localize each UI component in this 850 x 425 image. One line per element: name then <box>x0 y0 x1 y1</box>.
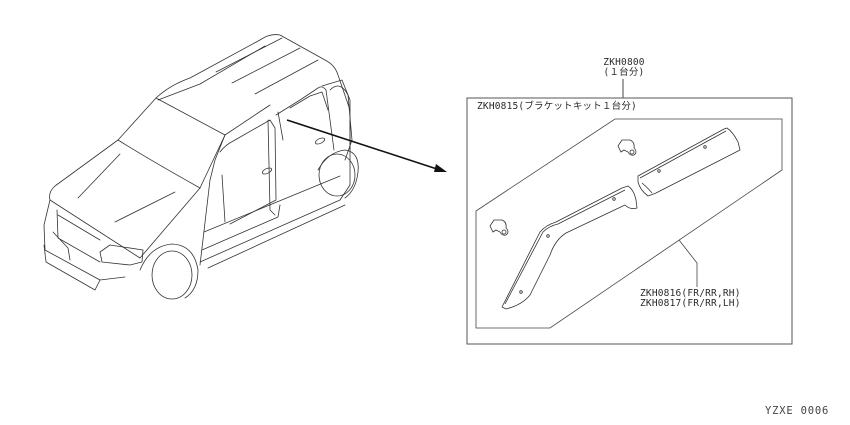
vehicle-illustration <box>43 34 359 300</box>
visor-leader <box>678 239 698 287</box>
bracket-upper <box>617 139 637 156</box>
figure-code: YZXE 0006 <box>765 405 830 417</box>
visor-lh-label: ZKH0817(FR/RR,LH) <box>640 298 741 309</box>
assembly-part-number: ZKH0800 <box>603 57 645 68</box>
bracket-lower <box>489 219 509 236</box>
visor-front <box>501 185 638 310</box>
visor-rh-label: ZKH0816(FR/RR,RH) <box>640 288 741 299</box>
bracket-kit-label: ZKH0815(ブラケットキット１台分) <box>477 101 637 112</box>
parts-box <box>466 79 793 345</box>
visor-rear <box>637 127 741 197</box>
visor-parts <box>501 127 741 310</box>
assembly-quantity-note: (１台分) <box>603 67 645 78</box>
callout-arrow <box>286 119 447 172</box>
bracket-parts <box>489 139 637 236</box>
